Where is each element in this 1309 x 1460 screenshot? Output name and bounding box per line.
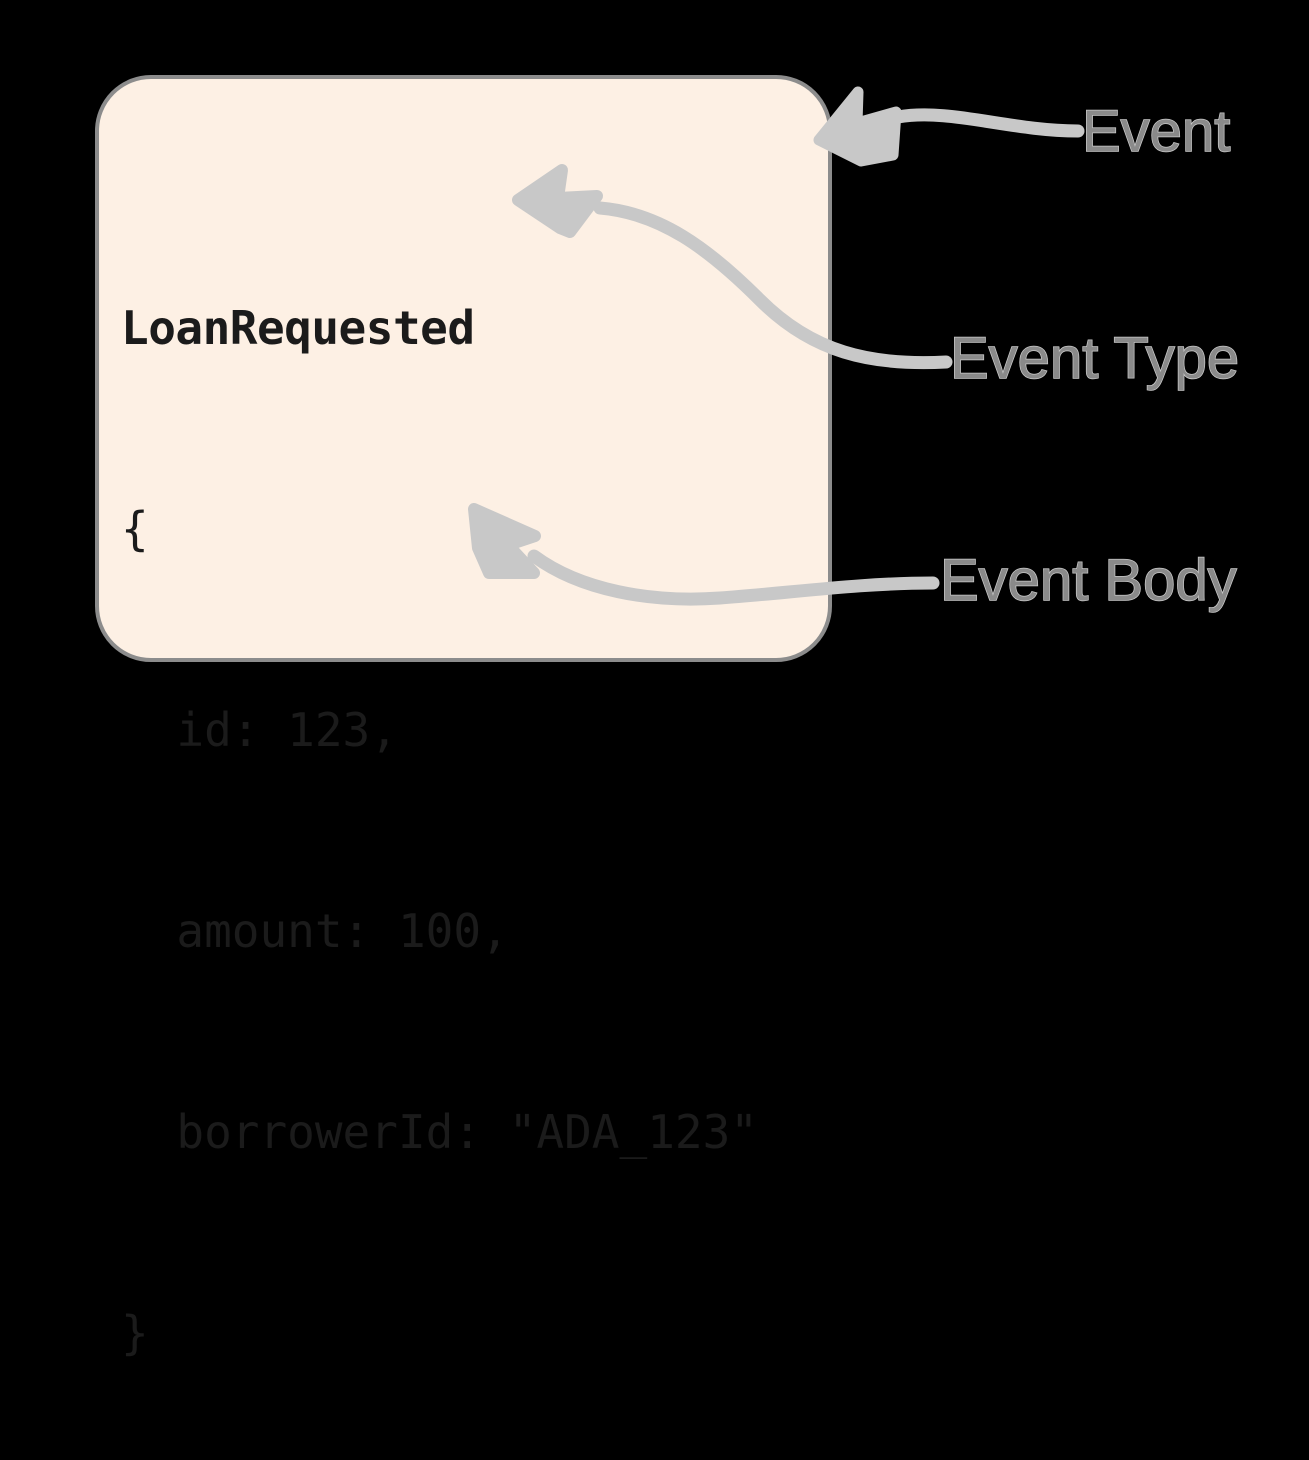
- annotation-label-event: Event: [1081, 99, 1231, 164]
- event-body-field-borrower-id: borrowerId: "ADA_123": [121, 1105, 758, 1159]
- event-body-field-id: id: 123,: [121, 703, 398, 757]
- event-body-field-amount: amount: 100,: [121, 904, 509, 958]
- event-code-block: LoanRequested { id: 123, amount: 100, bo…: [121, 161, 821, 1460]
- annotation-label-event-type: Event Type: [949, 326, 1240, 391]
- event-card: LoanRequested { id: 123, amount: 100, bo…: [95, 75, 832, 1360]
- event-type-name: LoanRequested: [121, 301, 475, 355]
- annotation-label-event-body: Event Body: [939, 548, 1237, 613]
- event-arrow: [813, 86, 1085, 167]
- event-body-open-brace: {: [121, 502, 149, 556]
- event-body-close-brace: }: [121, 1306, 149, 1360]
- diagram-canvas: LoanRequested { id: 123, amount: 100, bo…: [95, 75, 1240, 1360]
